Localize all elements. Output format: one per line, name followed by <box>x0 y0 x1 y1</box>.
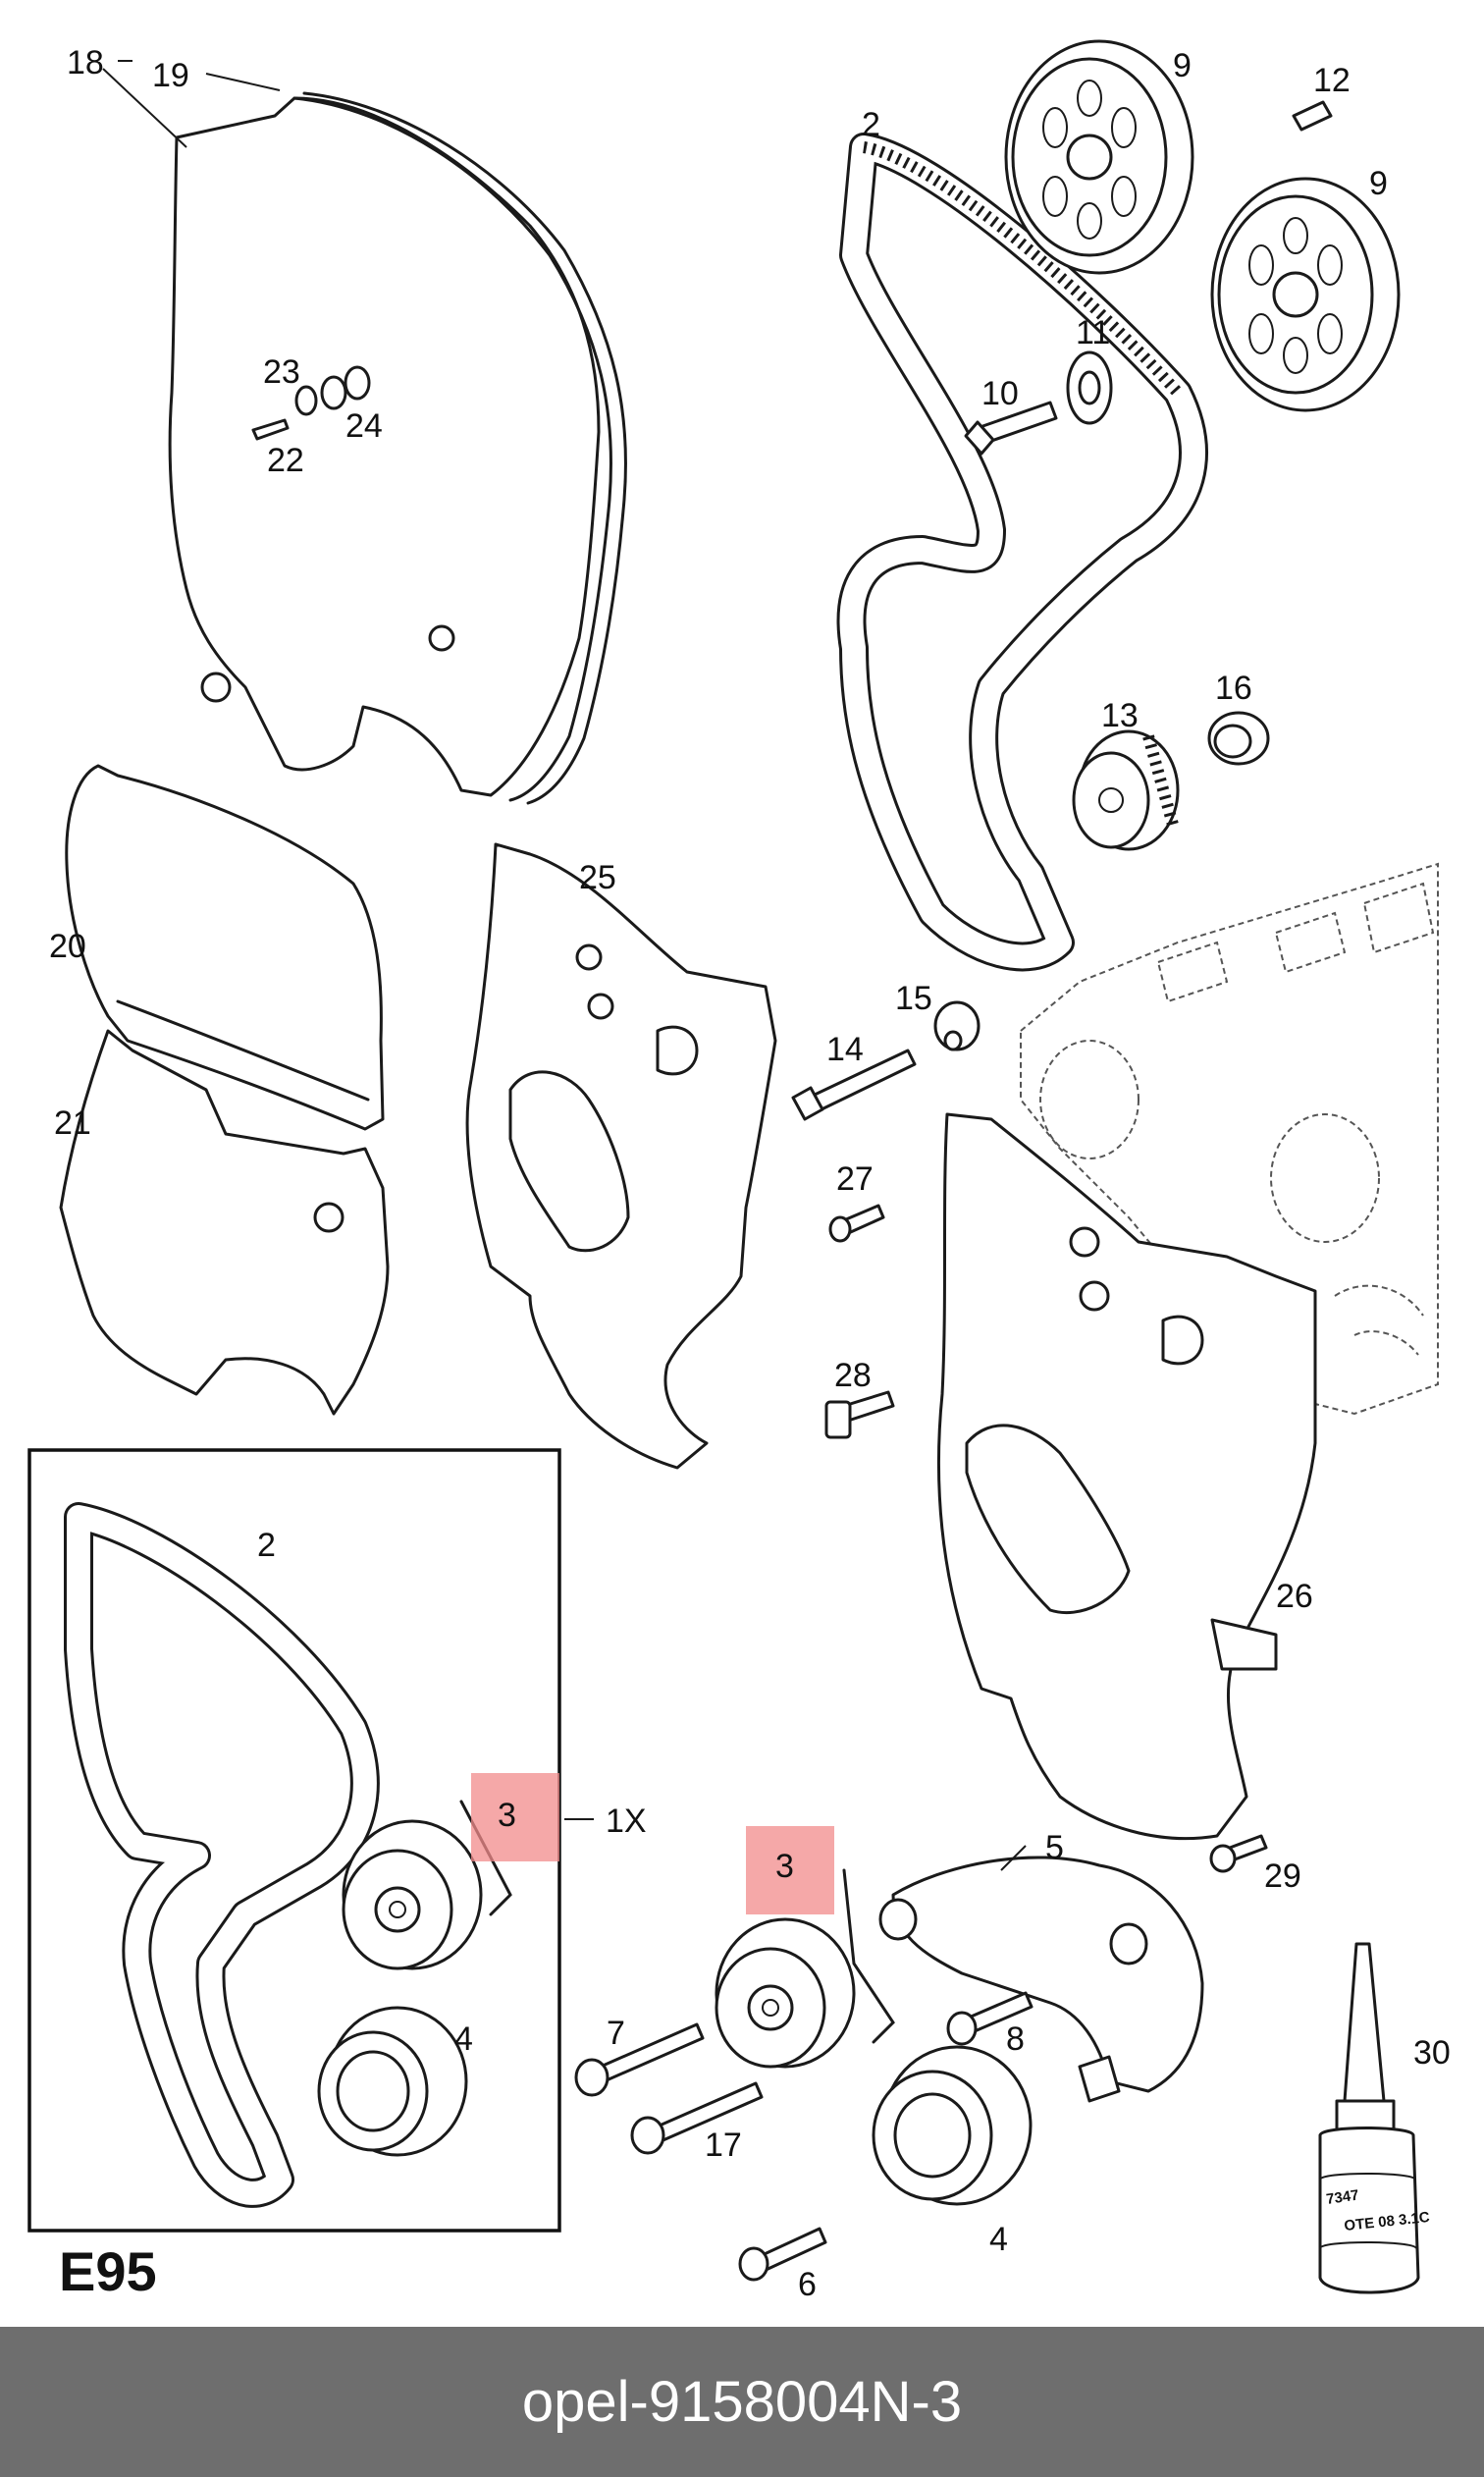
callout-9: 9 <box>1173 47 1192 84</box>
callout-17: 17 <box>705 2127 742 2164</box>
part-reference-footer: opel - 9158004 N - 3 <box>0 2327 1484 2477</box>
callout-23: 23 <box>263 353 300 391</box>
crankshaft-seal <box>1207 711 1270 766</box>
idler-roller-inset <box>317 2006 468 2157</box>
brand-text: opel <box>521 2370 630 2434</box>
highlight-box-main <box>746 1826 834 1914</box>
callout-24: 24 <box>345 407 383 445</box>
idler-washer <box>1066 350 1113 425</box>
highlight-box-inset <box>471 1773 559 1861</box>
callout-4-main: 4 <box>989 2221 1008 2258</box>
callout-labels: 18 19 9 12 2 9 23 24 22 11 10 16 13 20 2… <box>49 44 1451 2303</box>
section-code: E95 <box>59 2240 157 2302</box>
rear-timing-cover-plate <box>465 842 777 1470</box>
bottle-label: 7347 <box>1325 2186 1359 2207</box>
middle-timing-cover <box>65 764 385 1131</box>
callout-21: 21 <box>54 1104 91 1142</box>
bolt-17 <box>630 2081 764 2155</box>
callout-11: 11 <box>1076 314 1110 351</box>
callout-16: 16 <box>1215 670 1252 707</box>
callout-30: 30 <box>1413 2034 1451 2072</box>
small-bolt-27 <box>828 1204 885 1243</box>
callout-27: 27 <box>836 1160 874 1198</box>
bolt-8 <box>946 1991 1034 2046</box>
leader-lines <box>102 60 1027 1871</box>
part-number: 9158004 <box>648 2370 871 2434</box>
callout-2: 2 <box>862 106 880 143</box>
ref-prefix: N <box>870 2370 912 2434</box>
dowel-pin <box>1292 100 1333 132</box>
idler-roller-main <box>872 2045 1033 2206</box>
upper-timing-cover <box>168 91 627 805</box>
tensioner-bracket <box>878 1856 1204 2103</box>
ref-number: 3 <box>929 2370 963 2434</box>
camshaft-pulley-upper <box>1004 39 1194 275</box>
exploded-parts-diagram: 18 19 9 12 2 9 23 24 22 11 10 16 13 20 2… <box>27 39 1451 2303</box>
brand-separator: - <box>629 2370 649 2434</box>
small-bolt-29 <box>1209 1834 1268 1873</box>
engine-cylinder-head <box>1020 862 1439 1416</box>
sensor-28 <box>824 1390 895 1439</box>
callout-14: 14 <box>826 1031 864 1068</box>
ref-separator: - <box>911 2370 930 2434</box>
callout-20: 20 <box>49 928 86 965</box>
callout-13: 13 <box>1101 697 1139 734</box>
callout-26: 26 <box>1276 1578 1313 1615</box>
tensioner-inset <box>342 1800 512 1970</box>
callout-3-inset: 3 <box>498 1797 516 1834</box>
callout-5: 5 <box>1045 1829 1064 1866</box>
lower-timing-cover <box>59 1029 390 1416</box>
callout-18: 18 <box>67 44 104 81</box>
rear-cover-plate-right <box>936 1112 1317 1841</box>
callout-22: 22 <box>267 442 304 479</box>
timing-belt-main <box>836 133 1208 972</box>
bolt-6 <box>738 2227 827 2282</box>
callout-15: 15 <box>895 980 932 1017</box>
callout-10: 10 <box>981 375 1019 412</box>
bolt-7 <box>574 2022 705 2097</box>
callout-4-inset: 4 <box>454 2020 473 2058</box>
callout-29: 29 <box>1264 1858 1301 1895</box>
callout-8: 8 <box>1006 2020 1025 2058</box>
camshaft-pulley-lower <box>1210 177 1401 412</box>
callout-25: 25 <box>579 859 616 896</box>
callout-9: 9 <box>1369 165 1388 202</box>
callout-12: 12 <box>1313 62 1351 99</box>
threadlocker-bottle <box>1318 1942 1420 2294</box>
callout-2-inset: 2 <box>257 1527 276 1564</box>
quantity-note: 1X <box>606 1803 647 1840</box>
callout-6: 6 <box>798 2266 817 2303</box>
callout-28: 28 <box>834 1357 872 1394</box>
timing-belt-inset <box>64 1502 380 2208</box>
callout-7: 7 <box>607 2015 625 2052</box>
idler-bolt <box>964 401 1058 456</box>
cover-bolt-washer-set <box>251 365 371 441</box>
tensioner-main <box>715 1868 895 2069</box>
cover-stud-bolt <box>791 1049 917 1121</box>
callout-3-main: 3 <box>775 1848 794 1885</box>
crankshaft-sprocket <box>1072 729 1180 851</box>
spacer-washer <box>933 1000 980 1051</box>
callout-19: 19 <box>152 57 189 94</box>
